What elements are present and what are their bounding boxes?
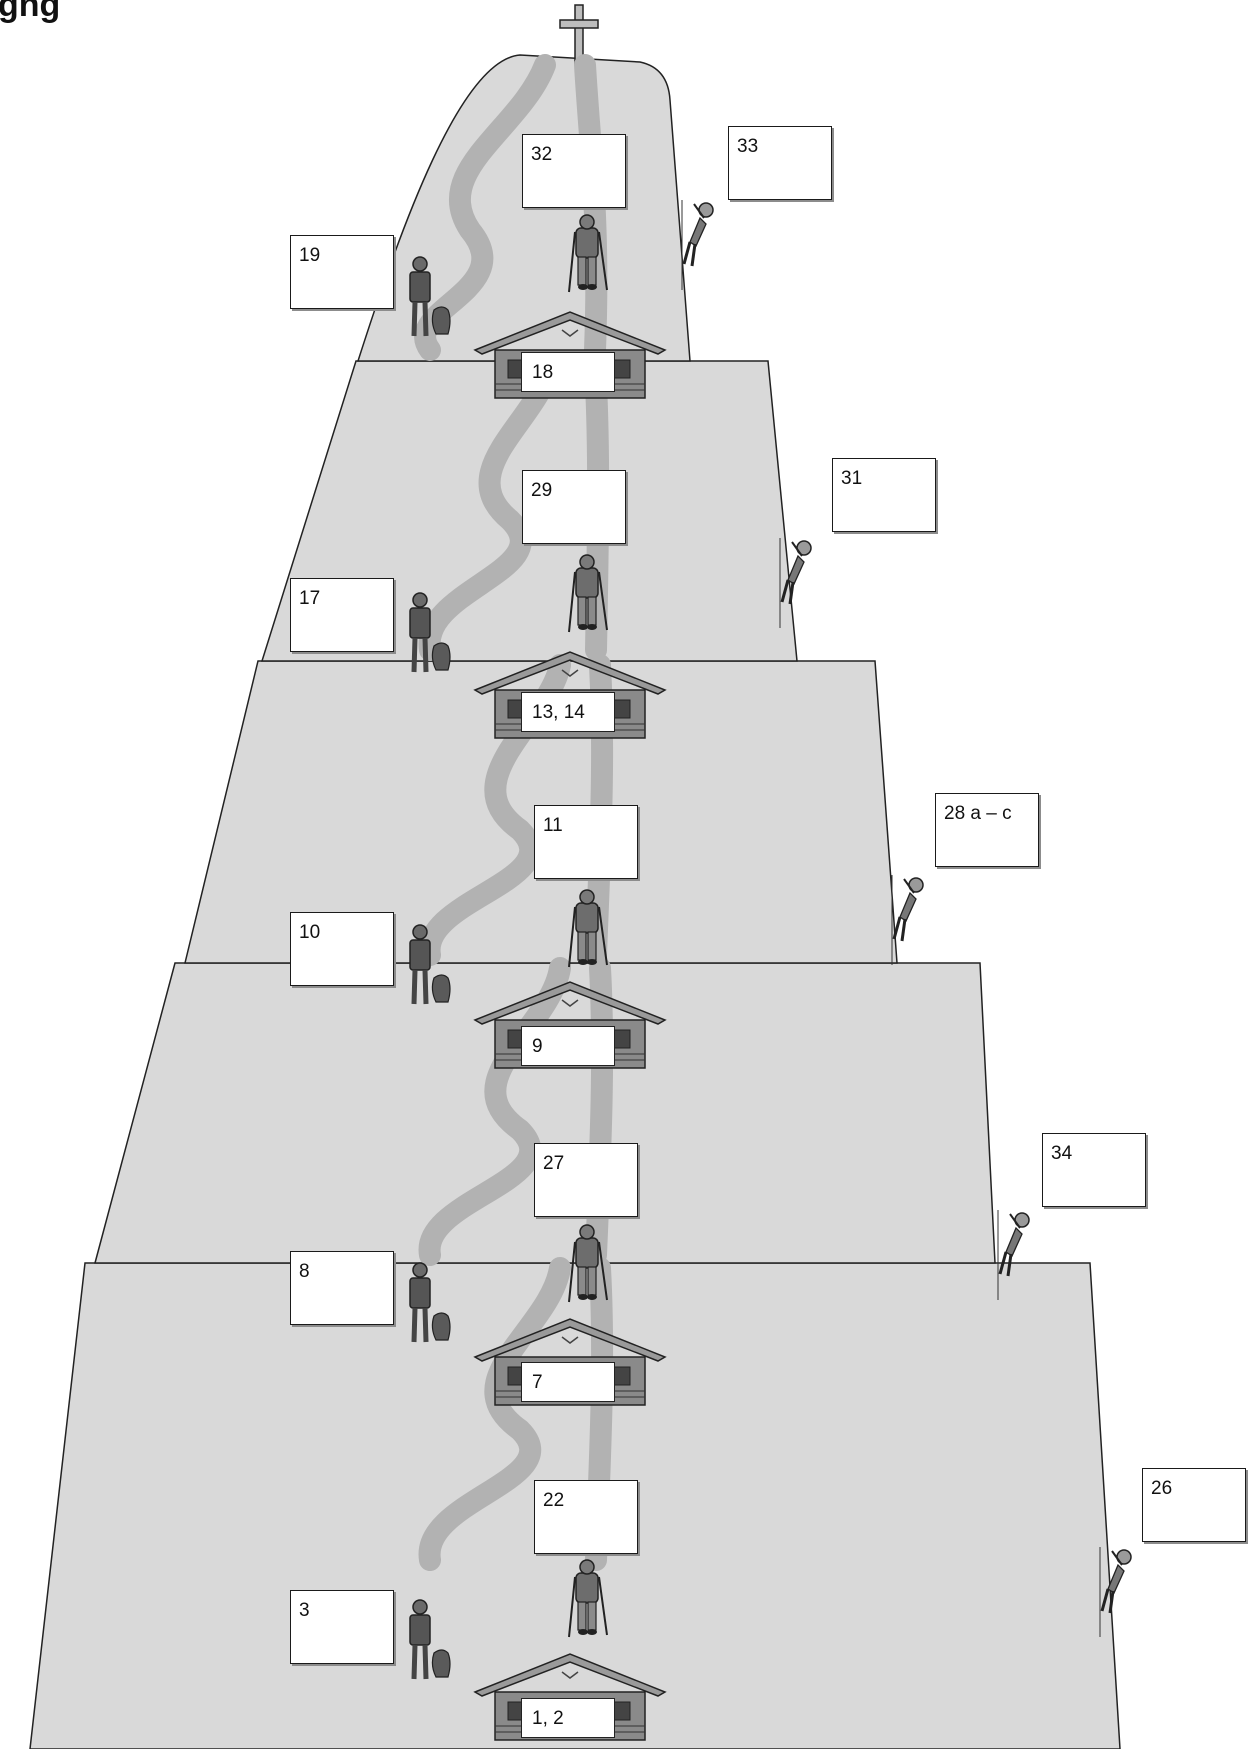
label-box-32[interactable]: 32 [522, 134, 626, 208]
label-box-29[interactable]: 29 [522, 470, 626, 544]
hut-label-18[interactable]: 18 [521, 352, 615, 392]
hut-label-1-2[interactable]: 1, 2 [521, 1698, 615, 1738]
label-box-27[interactable]: 27 [534, 1143, 638, 1217]
hut-label-7[interactable]: 7 [521, 1362, 615, 1402]
label-box-3[interactable]: 3 [290, 1590, 394, 1664]
label-box-19[interactable]: 19 [290, 235, 394, 309]
label-box-31[interactable]: 31 [832, 458, 936, 532]
climber-icon [680, 198, 715, 292]
label-box-28[interactable]: 28 a – c [935, 793, 1039, 867]
label-box-10[interactable]: 10 [290, 912, 394, 986]
label-box-22[interactable]: 22 [534, 1480, 638, 1554]
hut-label-13-14[interactable]: 13, 14 [521, 692, 615, 732]
hut-label-9[interactable]: 9 [521, 1026, 615, 1066]
label-box-33[interactable]: 33 [728, 126, 832, 200]
label-box-11[interactable]: 11 [534, 805, 638, 879]
label-box-26[interactable]: 26 [1142, 1468, 1246, 1542]
page-title: gng [0, 0, 61, 24]
rock-tier-4 [94, 962, 996, 1264]
label-box-17[interactable]: 17 [290, 578, 394, 652]
label-box-34[interactable]: 34 [1042, 1133, 1146, 1207]
label-box-8[interactable]: 8 [290, 1251, 394, 1325]
